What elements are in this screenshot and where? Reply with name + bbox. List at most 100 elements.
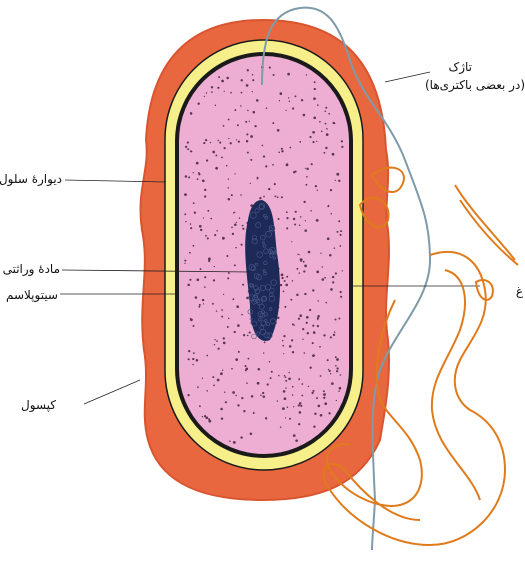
granule [318,300,319,301]
granule [213,385,215,387]
granule [214,234,216,236]
granule [341,146,343,148]
granule [215,105,216,106]
granule [241,314,243,316]
granule [325,147,327,149]
granule [190,112,193,115]
granule [278,152,280,154]
granule [299,224,301,226]
granule [206,390,208,392]
granule [217,140,219,142]
granule [289,345,292,348]
granule [234,109,236,111]
granule [282,345,284,347]
granule [304,352,306,354]
granule [300,258,303,261]
granule [250,433,253,436]
granule [338,180,340,182]
granule [306,316,309,319]
granule [205,235,207,237]
granule [320,375,322,377]
granule [196,278,199,281]
granule [316,219,319,222]
granule [286,276,288,278]
granule [204,195,206,197]
granule [221,316,223,318]
granule [293,406,294,407]
granule [304,293,306,295]
granule [235,395,236,396]
granule [262,392,264,394]
granule [190,223,192,225]
granule [202,179,205,182]
granule [316,271,319,274]
granule [272,164,274,166]
granule [292,107,294,109]
granule [249,332,251,334]
granule [281,196,283,198]
granule [189,279,191,281]
granule [217,87,219,89]
granule [301,383,303,385]
granule [208,260,210,262]
granule [296,294,298,296]
granule [271,371,273,373]
granule [284,375,286,377]
granule [230,142,232,144]
granule [309,136,311,138]
granule [291,241,292,242]
granule [257,100,258,101]
granule [310,210,312,212]
granule [193,352,195,354]
granule [229,440,231,442]
granule [321,131,323,133]
granule [240,436,242,438]
granule [227,326,229,328]
granule [281,148,283,150]
granule [184,213,186,215]
granule [323,390,325,392]
granule [200,268,202,270]
granule [237,404,239,406]
granule [238,351,240,353]
granule [331,382,334,385]
granule [265,165,267,167]
granule [335,356,337,358]
granule [204,276,206,278]
granule [224,391,225,392]
granule [247,110,248,111]
granule [221,80,224,83]
granule [292,323,294,325]
granule [250,135,253,138]
granule [269,67,271,69]
granule [334,318,336,320]
granule [299,141,301,143]
granule [328,369,329,370]
granule [299,272,301,274]
granule [292,394,293,395]
granule [317,189,318,190]
granule [340,230,342,232]
label-capsule: کپسول [21,398,56,412]
granule [192,364,194,366]
granule [320,253,321,254]
granule [325,107,327,109]
granule [197,178,199,180]
granule [253,111,256,114]
granule [316,141,317,142]
granule [305,168,306,169]
granule [295,171,297,173]
granule [213,279,215,281]
granule [311,163,313,165]
granule [227,277,229,279]
granule [293,434,296,437]
granule [188,358,190,360]
granule [324,277,326,279]
granule [224,147,226,149]
granule [257,382,260,385]
granule [300,216,302,218]
granule [196,359,199,362]
granule [187,141,189,143]
granule [285,377,287,379]
granule [232,298,234,300]
